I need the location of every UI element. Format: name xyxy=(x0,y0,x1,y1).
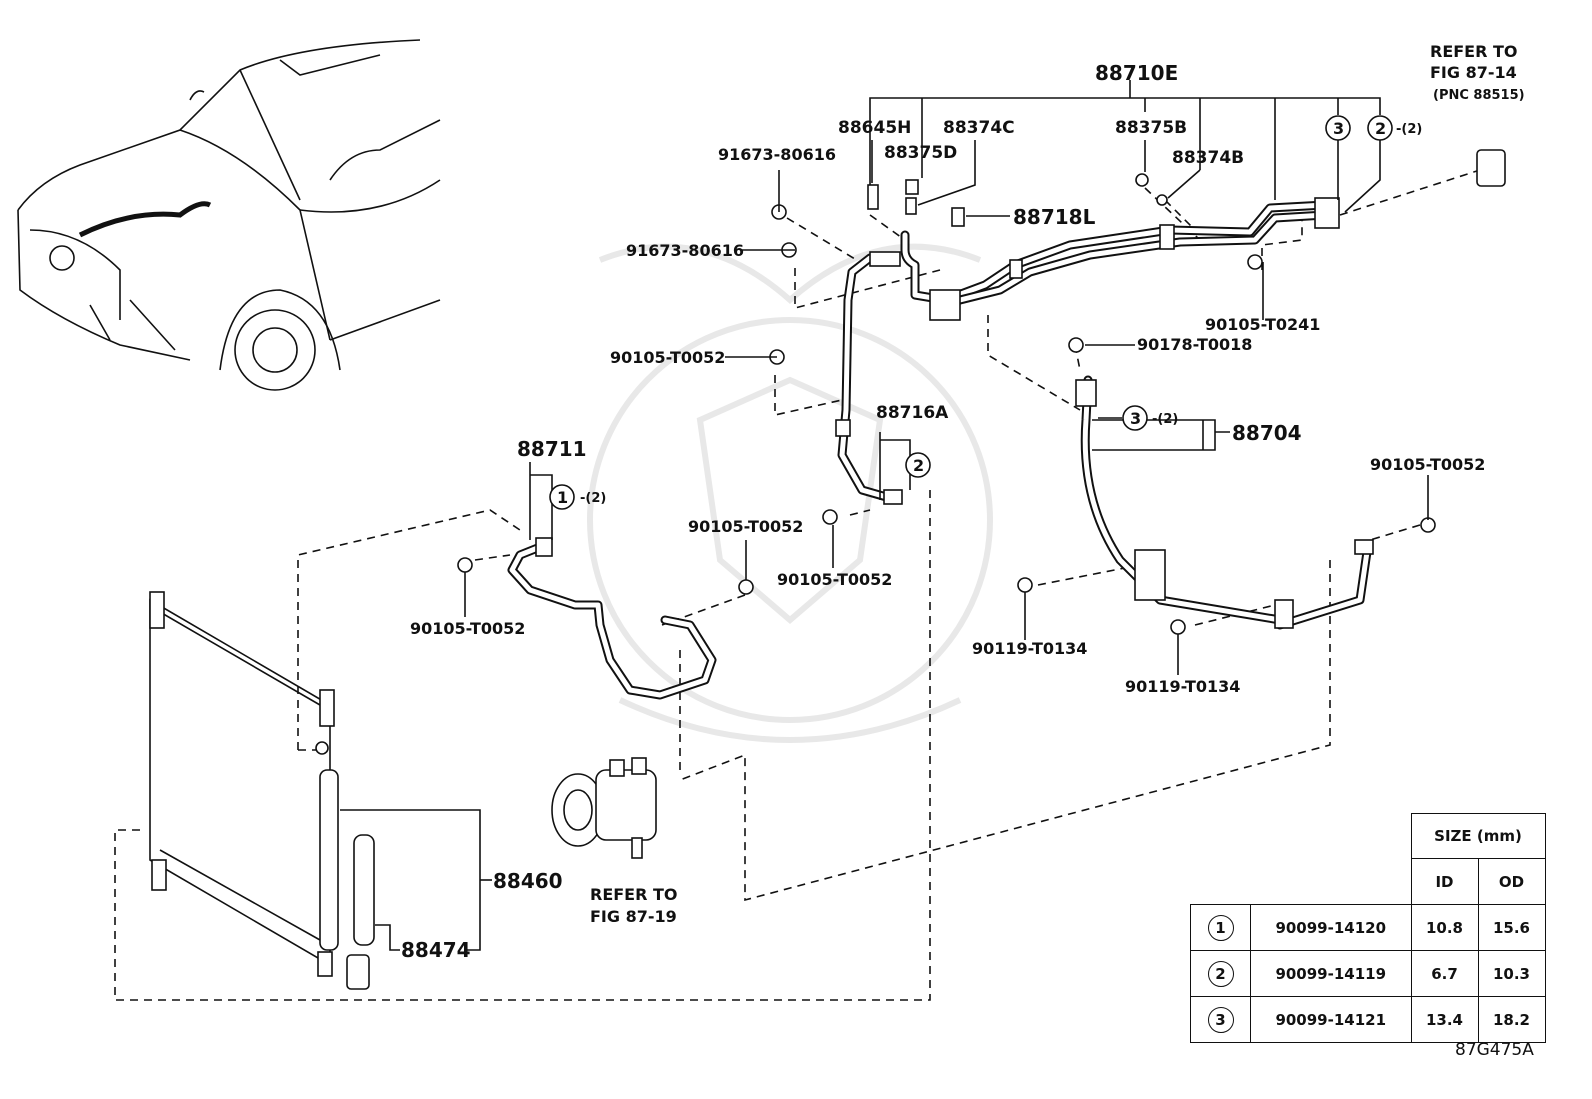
label-88645H: 88645H xyxy=(838,118,911,138)
refer-compressor-line-1: REFER TO xyxy=(590,885,678,904)
watermark-emblem xyxy=(587,243,993,743)
callout-3-mid-qty: -(2) xyxy=(1152,412,1178,427)
label-88374C: 88374C xyxy=(943,118,1015,138)
dashed-leaders xyxy=(114,169,1481,1001)
callout-1: 1 -(2) xyxy=(549,484,606,510)
pipe-clamp xyxy=(1159,224,1175,250)
callout-2-top: 2 -(2) xyxy=(1367,115,1422,141)
label-88474: 88474 xyxy=(401,938,471,962)
svg-text:2: 2 xyxy=(1375,119,1386,138)
figure-code: 87G475A xyxy=(1455,1040,1534,1060)
hose-block xyxy=(1134,549,1166,601)
row-od: 18.2 xyxy=(1477,996,1546,1043)
fittings xyxy=(535,149,1506,629)
pipe-block-fitting xyxy=(929,289,961,321)
label-90119-T0134-b: 90119-T0134 xyxy=(1125,677,1240,696)
row-id: 10.8 xyxy=(1410,904,1479,951)
tube-fitting xyxy=(535,537,553,557)
refer-top-line-3: (PNC 88515) xyxy=(1433,88,1525,103)
pipe-flange-fitting xyxy=(1314,197,1340,229)
row-part-number: 90099-14119 xyxy=(1250,950,1412,997)
label-88704: 88704 xyxy=(1232,421,1302,445)
label-90119-T0134-a: 90119-T0134 xyxy=(972,639,1087,658)
label-88375B: 88375B xyxy=(1115,118,1187,138)
compressor xyxy=(551,757,657,859)
label-90178-T0018: 90178-T0018 xyxy=(1137,335,1252,354)
callout-leaders xyxy=(464,112,1429,675)
size-header: SIZE (mm) xyxy=(1410,813,1546,859)
label-90105-T0052-a: 90105-T0052 xyxy=(610,348,725,367)
refer-compressor-line-2: FIG 87-19 xyxy=(590,907,677,926)
table-row: 3 90099-14121 13.4 18.2 xyxy=(1190,996,1546,1043)
label-88375D: 88375D xyxy=(884,143,957,163)
label-91673-80616-a: 91673-80616 xyxy=(718,145,836,164)
bolts xyxy=(315,204,1436,755)
drier-cap xyxy=(346,954,370,990)
refer-top-line-1: REFER TO xyxy=(1430,42,1518,61)
callout-2-top-qty: -(2) xyxy=(1396,122,1422,137)
label-90105-T0052-right: 90105-T0052 xyxy=(1370,455,1485,474)
row-mark: 3 xyxy=(1207,1006,1234,1033)
bracket-88710E xyxy=(869,80,1381,200)
label-90105-T0052-c: 90105-T0052 xyxy=(777,570,892,589)
label-90105-T0052-d: 90105-T0052 xyxy=(410,619,525,638)
hose-fitting xyxy=(1274,599,1294,629)
row-id: 6.7 xyxy=(1410,950,1479,997)
label-88374B: 88374B xyxy=(1172,148,1244,168)
callout-1-qty: -(2) xyxy=(580,491,606,506)
label-88710E: 88710E xyxy=(1095,61,1178,85)
cap-88375B xyxy=(1135,173,1149,187)
pipe-bracket xyxy=(869,251,901,267)
label-88716A: 88716A xyxy=(876,403,949,423)
switch-88718L xyxy=(951,207,965,227)
label-88460: 88460 xyxy=(493,869,563,893)
pipe-assemblies xyxy=(507,200,1373,700)
label-88711: 88711 xyxy=(517,437,587,461)
row-id: 13.4 xyxy=(1410,996,1479,1043)
desiccant xyxy=(353,834,375,946)
callout-3-top: 3 xyxy=(1325,115,1351,141)
callout-2-mid: 2 xyxy=(905,452,931,478)
callout-3-mid: 3 -(2) xyxy=(1122,405,1178,431)
valve-88374C xyxy=(905,197,917,215)
svg-text:3: 3 xyxy=(1333,119,1344,138)
col-od-header: OD xyxy=(1477,858,1546,905)
row-part-number: 90099-14120 xyxy=(1250,904,1412,951)
hose-fitting xyxy=(1354,539,1374,555)
row-mark: 2 xyxy=(1207,960,1234,987)
row-od: 10.3 xyxy=(1477,950,1546,997)
table-row: 1 90099-14120 10.8 15.6 xyxy=(1190,904,1546,951)
tube-fitting xyxy=(883,489,903,505)
svg-text:3: 3 xyxy=(1130,409,1141,428)
row-part-number: 90099-14121 xyxy=(1250,996,1412,1043)
svg-text:2: 2 xyxy=(913,456,924,475)
label-91673-80616-b: 91673-80616 xyxy=(626,241,744,260)
label-88718L: 88718L xyxy=(1013,205,1096,229)
svg-text:1: 1 xyxy=(557,488,568,507)
condenser-88460 xyxy=(149,591,492,990)
pressure-switch xyxy=(1476,149,1506,187)
row-mark: 1 xyxy=(1207,914,1234,941)
tube-fitting xyxy=(835,419,851,437)
refer-top-line-2: FIG 87-14 xyxy=(1430,63,1517,82)
table-row: 2 90099-14119 6.7 10.3 xyxy=(1190,950,1546,997)
label-90105-T0052-b: 90105-T0052 xyxy=(688,517,803,536)
row-od: 15.6 xyxy=(1477,904,1546,951)
label-90105-T0241: 90105-T0241 xyxy=(1205,315,1320,334)
col-id-header: ID xyxy=(1410,858,1479,905)
hose-size-table: SIZE (mm) ID OD 1 90099-14120 10.8 15.6 … xyxy=(1190,813,1546,1043)
vehicle-sketch xyxy=(17,39,441,391)
valve-88374B xyxy=(1156,194,1168,206)
pipe-clamp xyxy=(1009,259,1023,279)
switch-88645H xyxy=(867,184,879,210)
cap-88375D xyxy=(905,179,919,195)
hose-fitting xyxy=(1075,379,1097,407)
